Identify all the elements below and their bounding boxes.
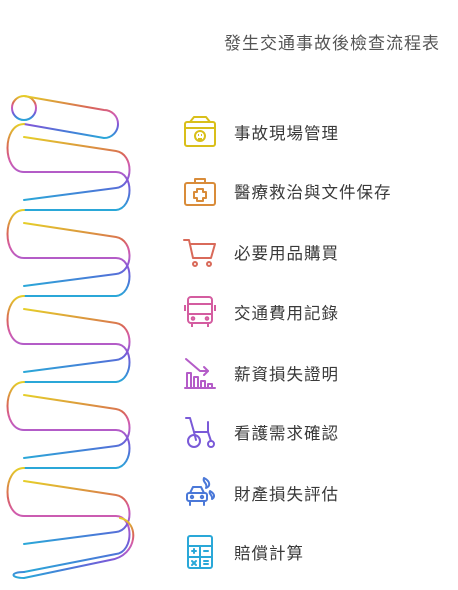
step-label: 財產損失評估 [234,485,339,504]
shopping-cart-icon [180,232,220,272]
step-row: 醫療救治與文件保存 [180,171,392,211]
step-label: 事故現場管理 [234,124,339,143]
step-label: 醫療救治與文件保存 [234,183,392,202]
step-row: 事故現場管理 [180,112,339,152]
step-row: 交通費用記錄 [180,292,339,332]
car-fire-icon [180,473,220,513]
step-row: 看護需求確認 [180,412,339,452]
wheelchair-icon [180,412,220,452]
step-row: 賠償計算 [180,532,304,572]
step-label: 賠償計算 [234,544,304,563]
calculator-icon [180,532,220,572]
step-label: 薪資損失證明 [234,365,339,384]
step-row: 財產損失評估 [180,473,339,513]
medical-kit-icon [180,171,220,211]
step-label: 交通費用記錄 [234,304,339,323]
step-label: 看護需求確認 [234,424,339,443]
step-row: 必要用品購買 [180,232,339,272]
step-label: 必要用品購買 [234,244,339,263]
spiral-graphic [6,95,135,579]
bus-icon [180,292,220,332]
declining-chart-icon [180,353,220,393]
first-aid-box-icon [180,112,220,152]
step-row: 薪資損失證明 [180,353,339,393]
page-title: 發生交通事故後檢查流程表 [224,34,440,54]
